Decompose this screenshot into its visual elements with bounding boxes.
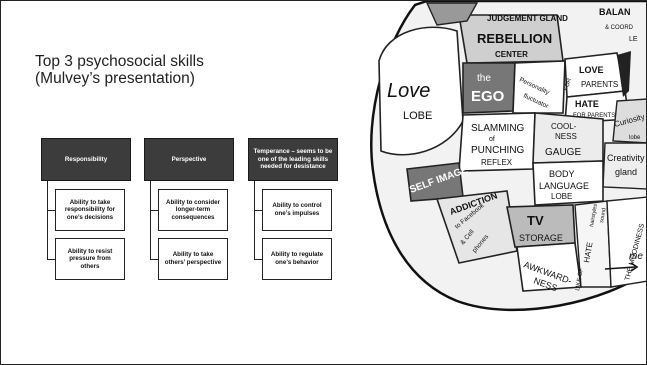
label-like-of: LIKE OF xyxy=(575,267,585,291)
label-love-lobe: LOBE xyxy=(403,110,432,122)
skill-item: Ability to take responsibility for one’s… xyxy=(55,189,125,231)
creativity-region xyxy=(602,142,646,190)
connector-line xyxy=(254,181,255,260)
skill-item: Ability to control one’s impulses xyxy=(262,189,332,231)
connector-line xyxy=(150,181,151,260)
connector-branch xyxy=(254,259,262,260)
connector-branch xyxy=(150,259,158,260)
label-sound: sound xyxy=(599,208,608,224)
label-storage: STORAGE xyxy=(519,233,563,243)
label-the: the xyxy=(477,73,491,84)
title-line-1: Top 3 psychosocial skills xyxy=(35,53,204,70)
connector-branch xyxy=(150,210,158,211)
skill-header: Temperance – seems to be one of the lead… xyxy=(248,138,338,181)
arrow-head-icon xyxy=(630,262,639,272)
label-ness: NESS xyxy=(555,132,577,141)
label-reflex: REFLEX xyxy=(481,158,513,167)
skill-header: Responsibility xyxy=(41,138,131,181)
label-gauge: GAUGE xyxy=(545,147,581,158)
label-creativity: Creativity xyxy=(607,153,645,163)
label-coord: & COORD xyxy=(605,25,634,31)
label-language: LANGUAGE xyxy=(539,181,589,191)
slide-title: Top 3 psychosocial skills (Mulvey’s pres… xyxy=(35,53,285,87)
title-line-2: (Mulvey’s presentation) xyxy=(35,70,195,87)
label-le: LE xyxy=(629,36,638,43)
judgement-gland-region xyxy=(425,2,479,26)
label-ego: EGO xyxy=(471,88,505,105)
label-rebellion-center: CENTER xyxy=(495,50,528,59)
label-judgement: JUDGEMENT GLAND xyxy=(487,14,568,23)
dark-region xyxy=(617,51,631,97)
label-hate-parents: HATE xyxy=(575,99,599,109)
skill-item: Ability to resist pressure from others xyxy=(55,238,125,280)
curiosity-region xyxy=(612,98,646,144)
connector-line xyxy=(47,181,48,260)
moodiness-region xyxy=(606,196,646,288)
label-hate: HATE xyxy=(582,241,594,263)
label-slamming: SLAMMING xyxy=(471,123,525,134)
label-coolness: COOL- xyxy=(551,122,577,131)
skill-item: Ability to consider longer-term conseque… xyxy=(158,189,228,231)
label-body-lobe: LOBE xyxy=(551,192,572,201)
label-gland: gland xyxy=(615,167,637,177)
label-hairstyles: hairstyles xyxy=(589,203,599,227)
label-for-parents: FOR PARENTS xyxy=(573,113,615,119)
skill-header: Perspective xyxy=(144,138,234,181)
teen-brain-illustration: JUDGEMENT GLAND BALAN & COORD LE REBELLI… xyxy=(367,1,646,364)
label-balance: BALAN xyxy=(599,7,631,17)
connector-branch xyxy=(47,259,55,260)
connector-branch xyxy=(254,210,262,211)
skill-item: Ability to regulate one’s behavior xyxy=(262,238,332,280)
connector-branch xyxy=(47,210,55,211)
label-body: BODY xyxy=(549,169,575,179)
label-rebellion: REBELLION xyxy=(477,31,552,46)
label-me: me xyxy=(629,251,643,262)
skill-item: Ability to take others’ perspective xyxy=(158,238,228,280)
label-punching: PUNCHING xyxy=(471,145,525,156)
label-love-parents: LOVE xyxy=(579,65,604,75)
label-curiosity-lobe: lobe xyxy=(629,135,641,141)
love-parents-region xyxy=(564,52,626,98)
arrow-icon xyxy=(604,266,636,270)
personality-region xyxy=(512,60,566,114)
label-for: FOR xyxy=(563,77,573,92)
label-parents: PARENTS xyxy=(581,80,618,89)
label-love: Love xyxy=(387,80,430,102)
label-of: of xyxy=(489,136,495,143)
label-tv: TV xyxy=(527,213,544,228)
